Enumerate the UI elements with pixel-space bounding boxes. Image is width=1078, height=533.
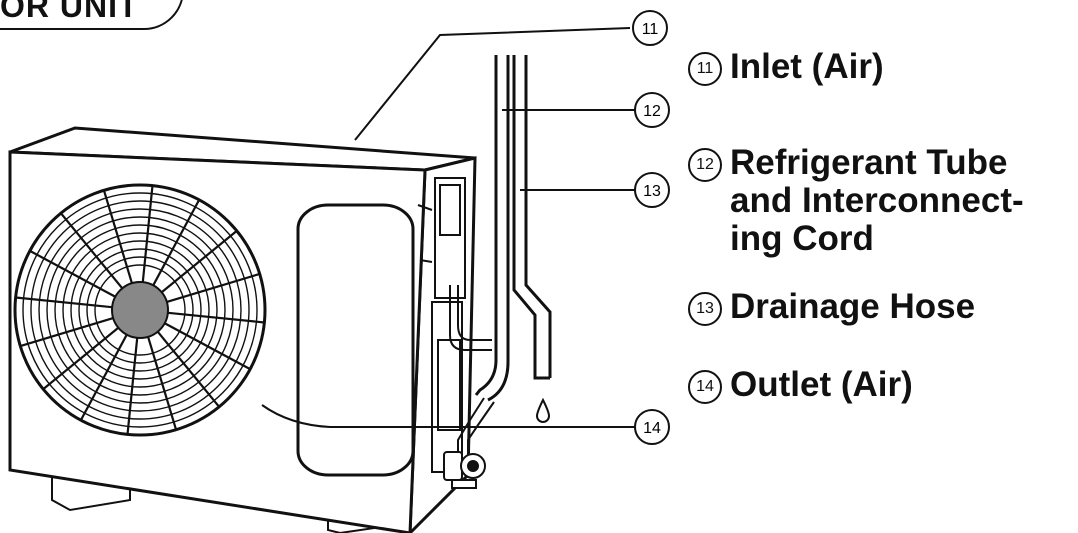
callout-13: 13: [634, 172, 670, 208]
refrigerant-tube: [474, 55, 510, 402]
fan-guard-spoke: [42, 326, 120, 390]
legend-number-14: 14: [688, 370, 722, 404]
legend-item-refrigerant-tube: 12 Refrigerant Tube and Interconnect- in…: [688, 144, 1024, 258]
callout-11: 11: [632, 10, 668, 46]
fan-guard-spoke: [147, 336, 178, 431]
service-valves: [443, 451, 486, 489]
callout-13-number: 13: [643, 183, 661, 200]
fan-guard: [13, 183, 267, 437]
legend-item-inlet: 11 Inlet (Air): [688, 48, 884, 86]
fan-guard-spoke: [160, 230, 238, 294]
leader-lines: [261, 27, 635, 428]
callout-11-number: 11: [642, 21, 659, 38]
fan-guard-spoke: [156, 330, 220, 408]
fan-guard-spoke: [15, 296, 113, 309]
legend-item-outlet: 14 Outlet (Air): [688, 366, 913, 404]
section-header-title: OR UNIT: [0, 0, 139, 24]
section-header-tab: [0, 0, 184, 30]
water-drop: [535, 397, 551, 423]
front-panel-cover: [296, 203, 415, 477]
legend-number-13: 13: [688, 292, 722, 326]
legend-label-refrigerant-tube: Refrigerant Tube and Interconnect- ing C…: [730, 143, 1024, 258]
fan-guard-spoke: [19, 317, 114, 348]
fan-guard-spoke: [166, 272, 261, 303]
fan-guard-spoke: [102, 189, 133, 284]
fan-guard-spoke: [29, 249, 116, 298]
legend-label-inlet: Inlet (Air): [730, 47, 884, 86]
fan-guard-spoke: [152, 199, 201, 286]
fan-guard-spoke: [79, 334, 128, 421]
callout-14: 14: [634, 409, 670, 445]
fan-hub: [111, 281, 169, 339]
legend-label-drainage-hose: Drainage Hose: [730, 287, 976, 326]
legend-number-11: 11: [688, 52, 722, 86]
legend-label-outlet: Outlet (Air): [730, 365, 913, 404]
drainage-hose: [512, 55, 552, 380]
fan-guard-spoke: [141, 185, 154, 283]
fan-guard-spoke: [126, 337, 139, 435]
callout-12: 12: [634, 92, 670, 128]
callout-14-number: 14: [643, 420, 661, 437]
fan-guard-spoke: [167, 311, 265, 324]
interconnecting-cord: [449, 285, 495, 455]
fan-guard-spoke: [60, 212, 124, 290]
legend-number-12: 12: [688, 148, 722, 182]
callout-12-number: 12: [643, 103, 661, 120]
fan-guard-spoke: [164, 322, 251, 371]
legend-item-drainage-hose: 13 Drainage Hose: [688, 288, 975, 326]
